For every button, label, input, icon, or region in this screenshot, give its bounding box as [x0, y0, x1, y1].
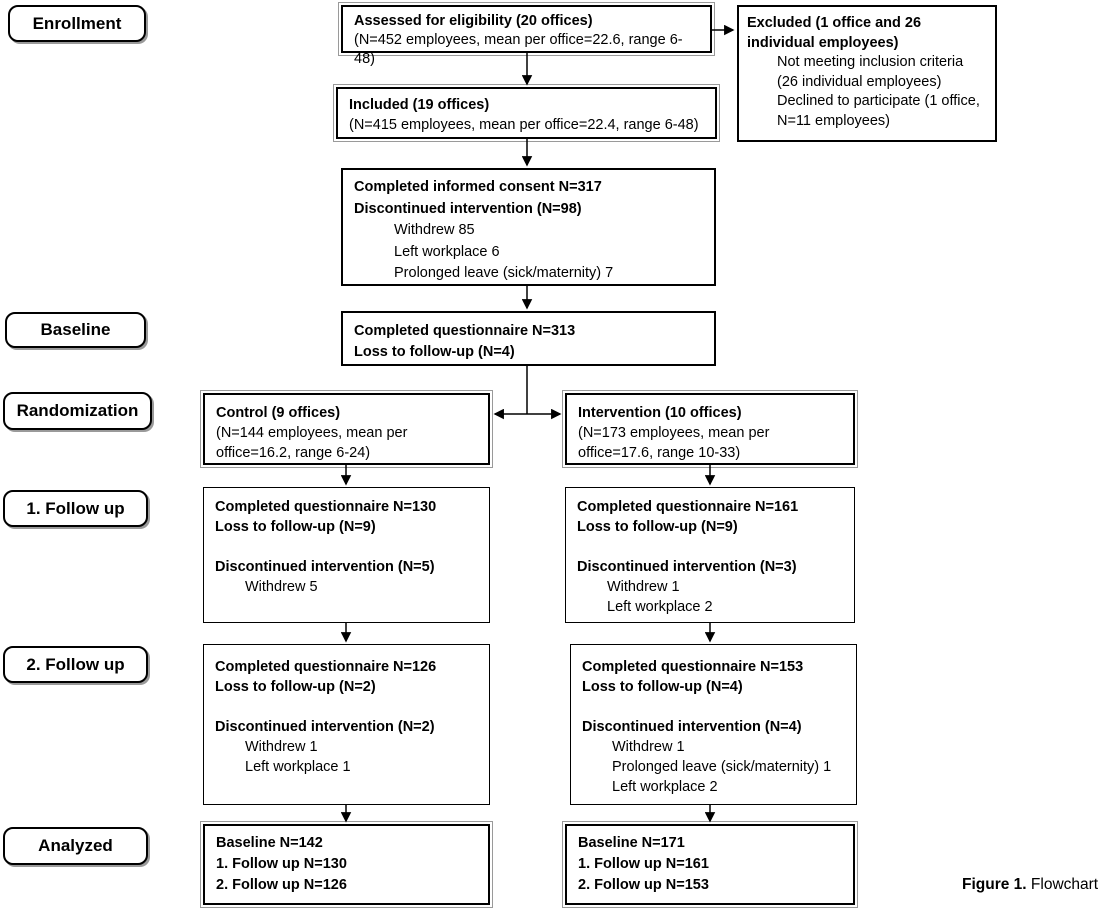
- list-item: Prolonged leave (sick/maternity) 7: [394, 265, 614, 281]
- figure-caption-text: Flowchart: [1026, 876, 1099, 893]
- box-title: Control (9 offices): [216, 405, 341, 421]
- box-baseline-questionnaire: Completed questionnaire N=313 Loss to fo…: [341, 311, 716, 366]
- box-control-arm: Control (9 offices) (N=144 employees, me…: [203, 393, 490, 465]
- stage-label-randomization: Randomization: [3, 392, 152, 430]
- list-item: Left workplace 2: [607, 599, 713, 615]
- box-line: 2. Follow up N=126: [216, 877, 347, 893]
- box-line: Baseline N=171: [578, 835, 685, 851]
- figure-caption: Figure 1. Flowchart: [962, 876, 1098, 894]
- list-item: Withdrew 1: [612, 739, 685, 755]
- box-followup2-control: Completed questionnaire N=126 Loss to fo…: [203, 644, 490, 805]
- spacer: [215, 537, 478, 557]
- box-line: Loss to follow-up (N=4): [354, 344, 515, 360]
- box-line: Completed questionnaire N=153: [582, 659, 804, 675]
- box-followup1-intervention: Completed questionnaire N=161 Loss to fo…: [565, 487, 855, 623]
- box-line: Completed questionnaire N=313: [354, 323, 576, 339]
- figure-caption-label: Figure 1.: [962, 876, 1027, 893]
- box-informed-consent: Completed informed consent N=317 Discont…: [341, 168, 716, 286]
- box-line: Discontinued intervention (N=2): [215, 719, 435, 735]
- box-excluded: Excluded (1 office and 26 individual emp…: [737, 5, 997, 142]
- box-subtitle: (N=415 employees, mean per office=22.4, …: [349, 116, 699, 133]
- box-line: Discontinued intervention (N=5): [215, 559, 435, 575]
- list-item: N=11 employees): [777, 112, 890, 129]
- box-line: Discontinued intervention (N=98): [354, 200, 582, 217]
- box-title: Excluded (1 office and 26 individual emp…: [747, 15, 922, 51]
- stage-label-enrollment: Enrollment: [8, 5, 146, 42]
- stage-label-analyzed: Analyzed: [3, 827, 148, 865]
- list-item: Withdrew 5: [245, 579, 318, 595]
- box-subtitle: (N=452 employees, mean per office=22.6, …: [354, 32, 683, 67]
- box-line: Completed informed consent N=317: [354, 179, 602, 195]
- box-assessed-eligibility: Assessed for eligibility (20 offices) (N…: [341, 5, 712, 67]
- box-line: Completed questionnaire N=130: [215, 499, 437, 515]
- box-title: Intervention (10 offices): [578, 405, 742, 421]
- list-item: Prolonged leave (sick/maternity) 1: [612, 759, 832, 775]
- box-line: Completed questionnaire N=161: [577, 499, 799, 515]
- stage-label-followup2: 2. Follow up: [3, 646, 148, 683]
- list-item: Withdrew 1: [607, 579, 680, 595]
- list-item: Withdrew 85: [394, 222, 475, 238]
- box-subtitle: (N=173 employees, mean per office=17.6, …: [578, 425, 770, 461]
- spacer: [215, 697, 478, 717]
- box-title: Assessed for eligibility (20 offices): [354, 13, 593, 29]
- box-line: 2. Follow up N=153: [578, 877, 709, 893]
- box-line: 1. Follow up N=161: [578, 856, 709, 872]
- box-followup1-control: Completed questionnaire N=130 Loss to fo…: [203, 487, 490, 623]
- list-item: Declined to participate (1 office,: [777, 93, 980, 109]
- box-followup2-intervention: Completed questionnaire N=153 Loss to fo…: [570, 644, 857, 805]
- box-title: Included (19 offices): [349, 97, 490, 113]
- box-analyzed-intervention: Baseline N=171 1. Follow up N=161 2. Fol…: [565, 824, 855, 905]
- list-item: Left workplace 6: [394, 243, 500, 260]
- box-line: Baseline N=142: [216, 835, 323, 851]
- spacer: [582, 697, 845, 717]
- box-line: Loss to follow-up (N=9): [577, 519, 738, 535]
- stage-label-followup1: 1. Follow up: [3, 490, 148, 527]
- stage-label-baseline: Baseline: [5, 312, 146, 348]
- box-line: Discontinued intervention (N=4): [582, 719, 802, 735]
- box-subtitle: (N=144 employees, mean per office=16.2, …: [216, 425, 408, 461]
- list-item: (26 individual employees): [777, 73, 942, 90]
- box-line: 1. Follow up N=130: [216, 856, 347, 872]
- box-line: Loss to follow-up (N=4): [582, 679, 743, 695]
- box-included: Included (19 offices) (N=415 employees, …: [336, 87, 717, 139]
- list-item: Left workplace 1: [245, 759, 351, 775]
- list-item: Not meeting inclusion criteria: [777, 54, 964, 70]
- box-line: Completed questionnaire N=126: [215, 659, 437, 675]
- box-analyzed-control: Baseline N=142 1. Follow up N=130 2. Fol…: [203, 824, 490, 905]
- box-line: Loss to follow-up (N=9): [215, 519, 376, 535]
- box-intervention-arm: Intervention (10 offices) (N=173 employe…: [565, 393, 855, 465]
- spacer: [577, 537, 843, 557]
- list-item: Withdrew 1: [245, 739, 318, 755]
- box-line: Discontinued intervention (N=3): [577, 559, 797, 575]
- list-item: Left workplace 2: [612, 779, 718, 795]
- box-line: Loss to follow-up (N=2): [215, 679, 376, 695]
